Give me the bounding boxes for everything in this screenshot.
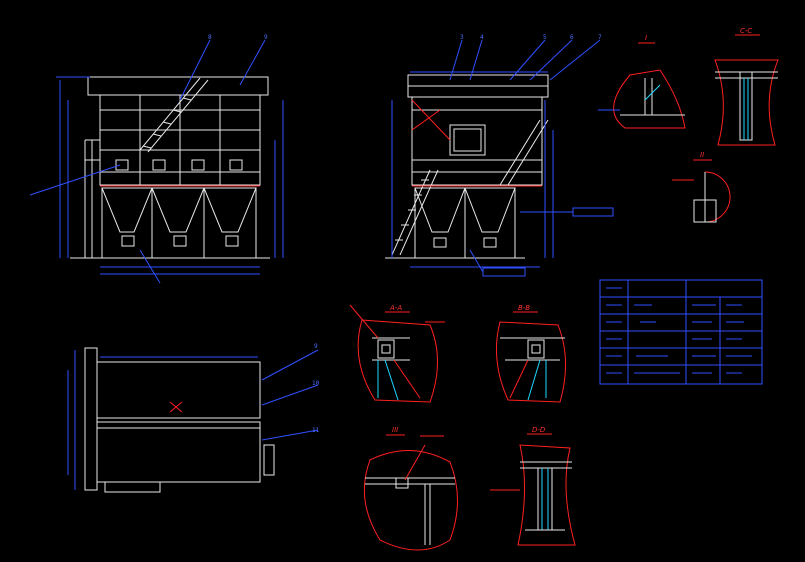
section-bb: B-B [495, 304, 567, 403]
leader-8: 8 [208, 34, 212, 41]
front-elevation: 8 9 [29, 34, 284, 284]
leader-4: 4 [480, 34, 484, 41]
detail-ii: II [672, 151, 731, 223]
section-aa-label: A-A [389, 304, 402, 312]
side-elevation: 3 4 5 6 7 [385, 34, 614, 277]
section-bb-label: B-B [518, 304, 530, 312]
leader-plan-11: 11 [312, 427, 320, 434]
section-aa: A-A [349, 304, 445, 403]
section-cc-label: C-C [740, 27, 752, 35]
detail-cc: C-C [714, 27, 779, 146]
spec-table [599, 279, 763, 385]
plan-view: 9 10 11 [67, 343, 320, 493]
leader-3: 3 [460, 34, 464, 41]
detail-mark-ii: II [700, 151, 704, 159]
detail-mark-iii: III [392, 426, 398, 434]
leader-plan-10: 10 [312, 380, 320, 387]
section-dd: D-D [490, 426, 576, 546]
detail-mark-i: I [645, 34, 647, 42]
section-dd-label: D-D [532, 426, 546, 434]
leader-7: 7 [598, 34, 602, 41]
leader-plan-9: 9 [314, 343, 318, 350]
leader-9: 9 [264, 34, 268, 41]
detail-iii: III [363, 426, 458, 551]
leader-6: 6 [570, 34, 574, 41]
detail-i: I [598, 34, 686, 129]
leader-5: 5 [543, 34, 547, 41]
